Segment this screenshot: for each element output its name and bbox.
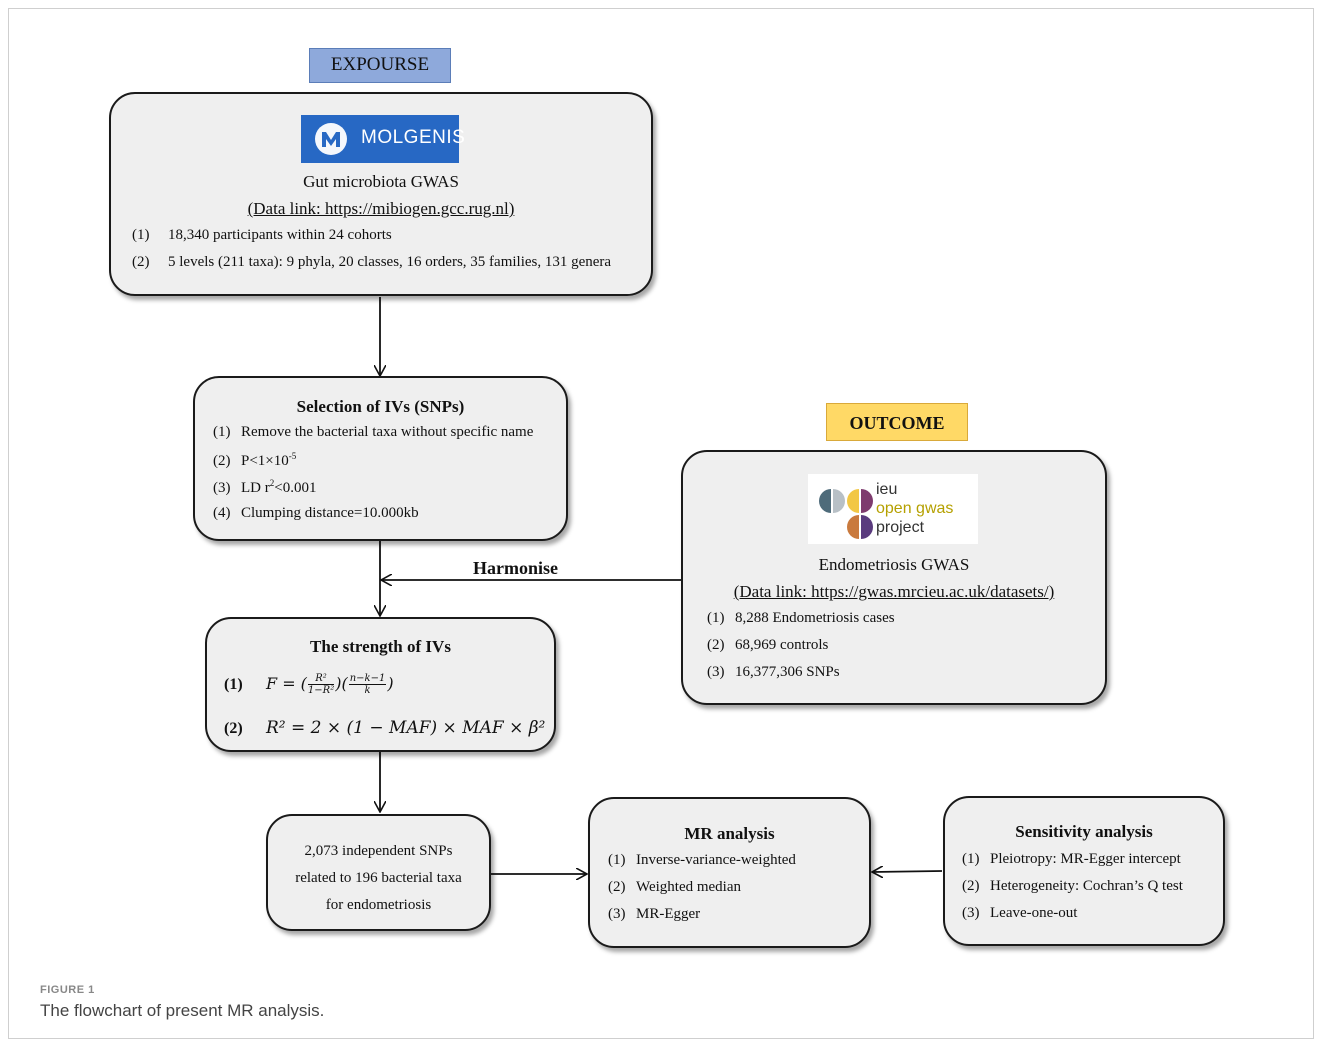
- mr-title: MR analysis: [684, 824, 775, 843]
- selection-item: (3)LD r2<0.001: [213, 478, 317, 496]
- mr-item: (1)Inverse-variance-weighted: [608, 852, 796, 868]
- sensitivity-box: [943, 796, 1225, 946]
- selection-box: [193, 376, 568, 541]
- exposure-data-link[interactable]: (Data link: https://mibiogen.gcc.rug.nl): [247, 199, 515, 218]
- ieu-circles-icon: [819, 489, 873, 539]
- selection-item: (1)Remove the bacterial taxa without spe…: [213, 424, 534, 440]
- outcome-tag: OUTCOME: [826, 403, 968, 441]
- snps-text: 2,073 independent SNPs related to 196 ba…: [295, 843, 462, 913]
- sensitivity-item: (2)Heterogeneity: Cochran’s Q test: [962, 878, 1183, 894]
- harmonise-label: Harmonise: [473, 558, 558, 578]
- selection-item: (4)Clumping distance=10.000kb: [213, 505, 419, 521]
- ieu-logo-line: project: [876, 519, 925, 536]
- exposure-title: Gut microbiota GWAS: [303, 172, 459, 191]
- strength-title: The strength of IVs: [310, 637, 451, 656]
- selection-title: Selection of IVs (SNPs): [296, 397, 465, 416]
- arrow-sensitivity-to-mr: [873, 871, 943, 872]
- figure-label: FIGURE 1: [40, 984, 95, 996]
- mr-item: (2)Weighted median: [608, 879, 742, 895]
- strength-formula-r2: (2) R² = 2 × (1 − MAF) × MAF × β²: [224, 718, 546, 738]
- figure-caption: The flowchart of present MR analysis.: [40, 1001, 325, 1020]
- molgenis-logo-text: MOLGENIS: [361, 127, 466, 148]
- selection-item: (2)P<1×10-5: [213, 451, 297, 469]
- ieu-logo-line: open gwas: [876, 500, 954, 517]
- snps-box: [266, 814, 491, 931]
- exposure-item: (1)18,340 participants within 24 cohorts: [132, 227, 392, 243]
- molgenis-logo: MOLGENIS: [301, 115, 465, 163]
- sensitivity-item: (3)Leave-one-out: [962, 905, 1078, 921]
- ieu-logo-line: ieu: [876, 481, 898, 498]
- mr-item: (3)MR-Egger: [608, 906, 701, 922]
- sensitivity-title: Sensitivity analysis: [1015, 822, 1153, 841]
- outcome-item: (1)8,288 Endometriosis cases: [707, 610, 895, 626]
- mr-box: [588, 797, 871, 948]
- exposure-tag: EXPOURSE: [309, 48, 451, 83]
- figure-frame: [8, 8, 1314, 1039]
- sensitivity-item: (1)Pleiotropy: MR-Egger intercept: [962, 851, 1181, 867]
- outcome-item: (2)68,969 controls: [707, 637, 829, 653]
- outcome-item: (3)16,377,306 SNPs: [707, 664, 840, 680]
- outcome-data-link[interactable]: (Data link: https://gwas.mrcieu.ac.uk/da…: [733, 582, 1055, 601]
- ieu-open-gwas-logo: ieu open gwas project: [808, 474, 978, 544]
- outcome-title: Endometriosis GWAS: [818, 555, 970, 574]
- exposure-item: (2)5 levels (211 taxa): 9 phyla, 20 clas…: [132, 254, 612, 270]
- molgenis-m-icon: [315, 123, 347, 155]
